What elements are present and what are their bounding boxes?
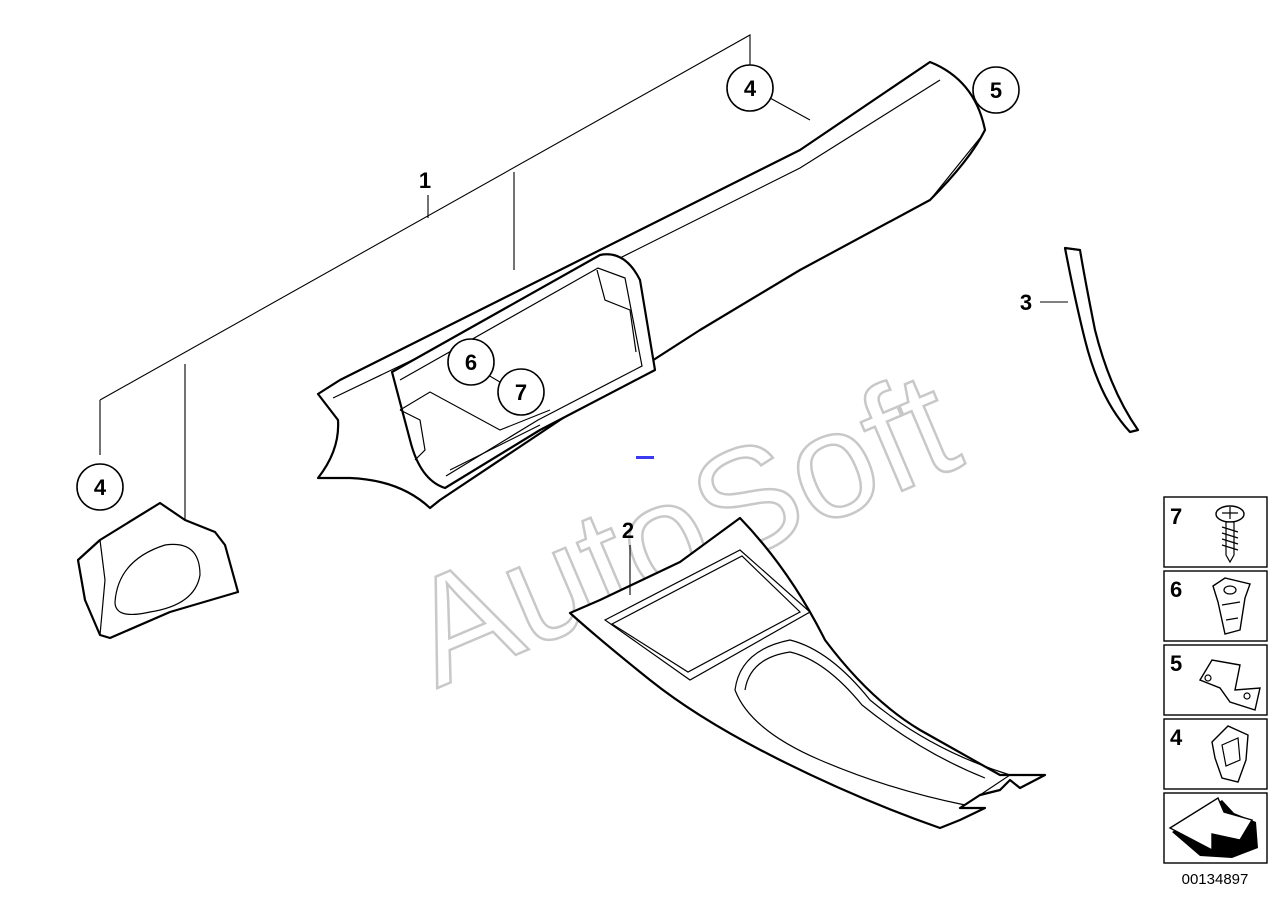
callout-4-left: 4	[76, 463, 124, 511]
leader-lines-part-1	[99, 34, 811, 520]
svg-text:6: 6	[1170, 577, 1182, 602]
clip-nut-icon	[1212, 577, 1251, 635]
callout-7: 7	[497, 368, 545, 416]
legend-item-7: 7	[1163, 496, 1268, 568]
svg-text:4: 4	[744, 76, 757, 101]
bracket-clip-icon	[1198, 659, 1261, 711]
svg-text:7: 7	[515, 380, 527, 405]
center-console-trim-part-2	[568, 516, 1047, 830]
svg-text:4: 4	[1170, 725, 1183, 750]
label-part-2: 2	[622, 518, 634, 543]
svg-text:4: 4	[94, 475, 107, 500]
svg-text:5: 5	[1170, 651, 1182, 676]
svg-text:7: 7	[1170, 504, 1182, 529]
screw-icon	[1215, 505, 1245, 564]
callout-6: 6	[447, 338, 495, 386]
diagram-id: 00134897	[1182, 871, 1249, 888]
left-trim-piece	[76, 501, 240, 640]
spring-clip-icon	[1211, 725, 1249, 783]
legend-orientation	[1163, 792, 1268, 864]
callout-5: 5	[972, 66, 1020, 114]
orientation-arrow-icon	[1168, 796, 1258, 858]
label-part-3: 3	[1020, 290, 1032, 315]
legend-item-4: 4	[1163, 718, 1268, 790]
marker-dash	[636, 456, 654, 459]
legend-item-6: 6	[1163, 570, 1268, 642]
callout-4-top: 4	[726, 64, 774, 112]
side-strip-part-3	[1040, 246, 1140, 434]
svg-text:6: 6	[465, 350, 477, 375]
svg-text:5: 5	[990, 78, 1002, 103]
label-part-1: 1	[419, 168, 431, 193]
legend-item-5: 5	[1163, 644, 1268, 716]
